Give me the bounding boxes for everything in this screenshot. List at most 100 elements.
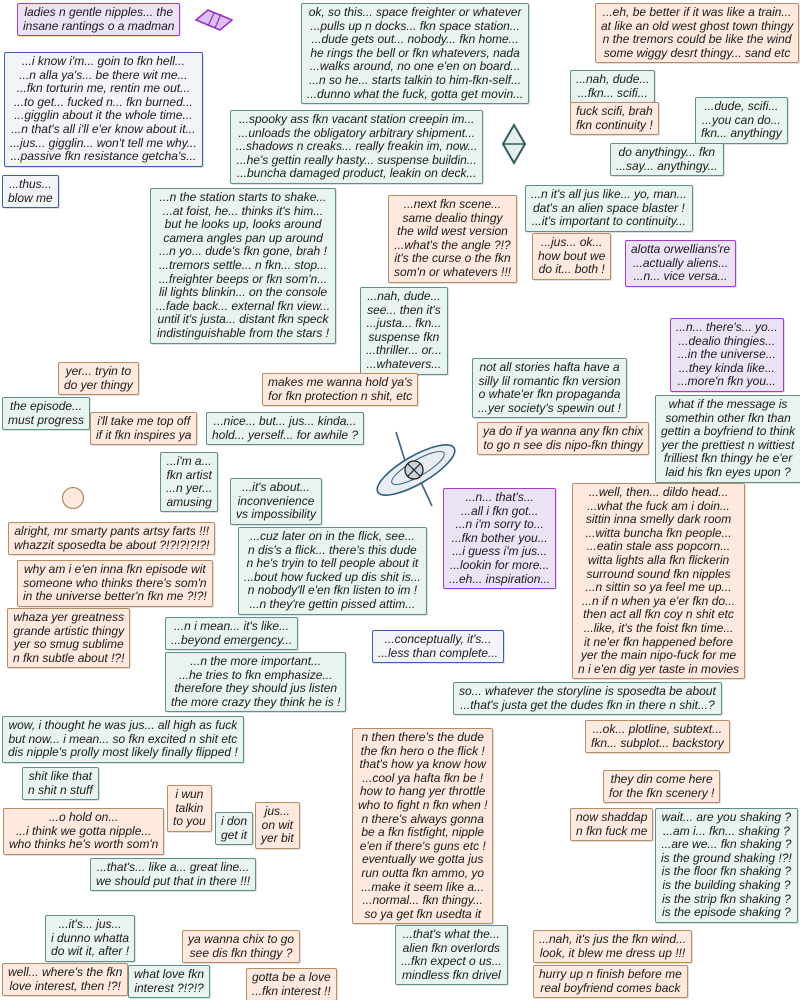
bubble-line: is the floor fkn shaking ? <box>661 864 792 879</box>
bubble-line: ...like, it's the foist fkn time... <box>583 620 734 635</box>
bubble-line: for the fkn scenery ! <box>609 785 715 800</box>
speech-bubble: ...conceptually, it's......less than com… <box>372 630 505 664</box>
speech-bubble: gotta be a love...fkn interest !! <box>246 968 337 1000</box>
speech-bubble: ...n... there's... yo......dealio thingi… <box>670 318 784 392</box>
bubble-line: how to hang yer throttle <box>360 784 486 799</box>
bubble-line: n then there's the dude <box>361 730 484 744</box>
speech-bubble: ...n it's all jus like... yo, man...dat'… <box>525 185 693 232</box>
bubble-line: i'll take me top off <box>97 414 191 428</box>
speech-bubble: ...thus...blow me <box>2 175 59 209</box>
speech-bubble: ...n i mean... it's like......beyond eme… <box>165 617 299 651</box>
bubble-line: real boyfriend comes back <box>540 980 681 995</box>
bubble-line: the episode... <box>9 399 83 413</box>
bubble-line: ya wanna chix to go <box>188 932 295 946</box>
bubble-line: i wun <box>175 787 204 801</box>
bubble-line: why am i e'en inna fkn episode wit <box>24 562 206 576</box>
bubble-line: ...fkn... scifi... <box>577 85 648 100</box>
bubble-line: laid his fkn eyes upon ? <box>665 464 791 479</box>
speech-bubble: the episode...must progress <box>2 397 91 431</box>
bubble-line: ...eatin stale ass popcorn... <box>586 539 731 554</box>
bubble-line: do it... both ! <box>538 262 605 277</box>
bubble-line: frilliest fkn thingy he e'er <box>663 451 793 466</box>
bubble-line: ...next fkn scene... <box>403 197 502 211</box>
bubble-line: fkn... anythingy <box>701 126 782 141</box>
bubble-line: ...it's important to continuity... <box>531 214 686 229</box>
bubble-line: insane rantings o a madman <box>23 18 175 33</box>
bubble-line: vs impossibility <box>236 507 317 522</box>
bubble-line: ...n so he... starts talkin to him-fkn-s… <box>309 72 522 87</box>
bubble-line: ...n... there's... yo... <box>676 320 778 334</box>
bubble-line: ...witta buncha fkn people... <box>585 525 732 540</box>
speech-bubble: ...n the more important......he tries to… <box>165 652 347 713</box>
bubble-line: i dunno whatta <box>51 930 130 945</box>
bubble-line: n the tremors could be like the wind <box>602 32 792 47</box>
speech-bubble: ...i know i'm... goin to fkn hell......n… <box>4 52 203 167</box>
bubble-line: is the building shaking ? <box>662 877 791 892</box>
bubble-line: ...actually aliens... <box>632 255 729 270</box>
bubble-line: ...you can do... <box>702 112 781 127</box>
bubble-line: is the strip fkn shaking ? <box>662 891 791 906</box>
bubble-line: n fkn subtle about !?! <box>13 650 125 665</box>
bubble-line: camera angles pan up around <box>163 230 323 245</box>
bubble-line: ...what the fuck am i doin... <box>587 498 730 513</box>
bubble-line: ...cuz later on in the flick, see... <box>250 529 415 543</box>
bubble-line: therefore they should jus listen <box>174 681 338 696</box>
bubble-line: they din come here <box>610 772 713 786</box>
bubble-line: ...that's... like a... great line... <box>96 860 250 874</box>
bubble-line: what if the message is <box>668 397 788 411</box>
bubble-line: n dis's a flick... there's this dude <box>248 542 417 557</box>
bubble-line: until it's justa... distant fkn speck <box>157 312 329 327</box>
bubble-line: ...i guess i'm jus... <box>452 544 548 559</box>
bubble-line: but now... i mean... so fkn excited n sh… <box>8 731 238 746</box>
bubble-line: ...it's about... <box>242 480 310 494</box>
speech-bubble: ...that's what the...alien fkn overlords… <box>395 925 508 986</box>
bubble-line: not all stories hafta have a <box>479 360 620 374</box>
bubble-line: to go n see dis nipo-fkn thingy <box>483 437 643 452</box>
bubble-line: ...i think we gotta nipple... <box>15 823 152 838</box>
bubble-line: n there's always gonna <box>361 811 484 826</box>
bubble-line: inconvenience <box>237 493 315 508</box>
bubble-line: ...n if n when ya e'er fkn do... <box>582 593 736 608</box>
bubble-line: ...n... that's... <box>465 490 534 504</box>
speech-bubble: ok, so this... space freighter or whatev… <box>301 3 530 105</box>
bubble-line: somethin other fkn than <box>665 410 791 425</box>
bubble-line: ...all i fkn got... <box>461 503 539 518</box>
bubble-line: ...yer society's spewin out ! <box>478 400 622 415</box>
bubble-line: silly lil romantic fkn version <box>478 373 621 388</box>
bubble-line: ...n the station starts to shake... <box>159 190 327 204</box>
bubble-line: ...what's the angle ?!? <box>394 237 511 252</box>
bubble-line: be a fkn fistfight, nipple <box>361 825 485 840</box>
bubble-line: ...make it seem like a... <box>361 879 485 894</box>
bubble-line: ...n the more important... <box>190 654 322 668</box>
bubble-line: ...n i mean... it's like... <box>174 619 290 633</box>
bubble-line: ...he tries to fkn emphasize... <box>179 667 333 682</box>
bubble-line: if it fkn inspires ya <box>96 427 192 442</box>
bubble-line: ...n they're gettin pissed attim... <box>249 596 416 611</box>
bubble-line: ...normal... fkn thingy... <box>362 893 483 908</box>
speech-bubble: alotta orwellians're...actually aliens..… <box>625 240 737 287</box>
bubble-line: ...nice... but... jus... kinda... <box>213 414 357 428</box>
bubble-line: must progress <box>8 412 85 427</box>
bubble-line: makes me wanna hold ya's <box>268 375 413 389</box>
bubble-line: in the universe better'n fkn me ?!?! <box>23 589 207 604</box>
bubble-line: ...at foist, he... thinks it's him... <box>162 203 324 218</box>
bubble-line: now shaddap <box>576 810 648 824</box>
bubble-line: on wit <box>261 817 294 832</box>
bubble-line: get it <box>221 827 248 842</box>
bubble-line: ...less than complete... <box>378 645 499 660</box>
bubble-line: alien fkn overlords <box>402 940 501 955</box>
bubble-line: ...whatevers... <box>366 356 442 371</box>
bubble-line: alotta orwellians're <box>631 242 731 256</box>
bubble-line: ...ok... plotline, subtext... <box>592 722 723 736</box>
bubble-line: eventually we gotta jus <box>362 852 484 867</box>
bubble-line: ...am i... fkn... shaking ? <box>663 823 790 838</box>
speech-bubble: ...n... that's......all i fkn got......n… <box>443 488 557 590</box>
bubble-line: ...in the universe... <box>677 347 776 362</box>
bubble-line: ...n i'm sorry to... <box>455 517 544 532</box>
